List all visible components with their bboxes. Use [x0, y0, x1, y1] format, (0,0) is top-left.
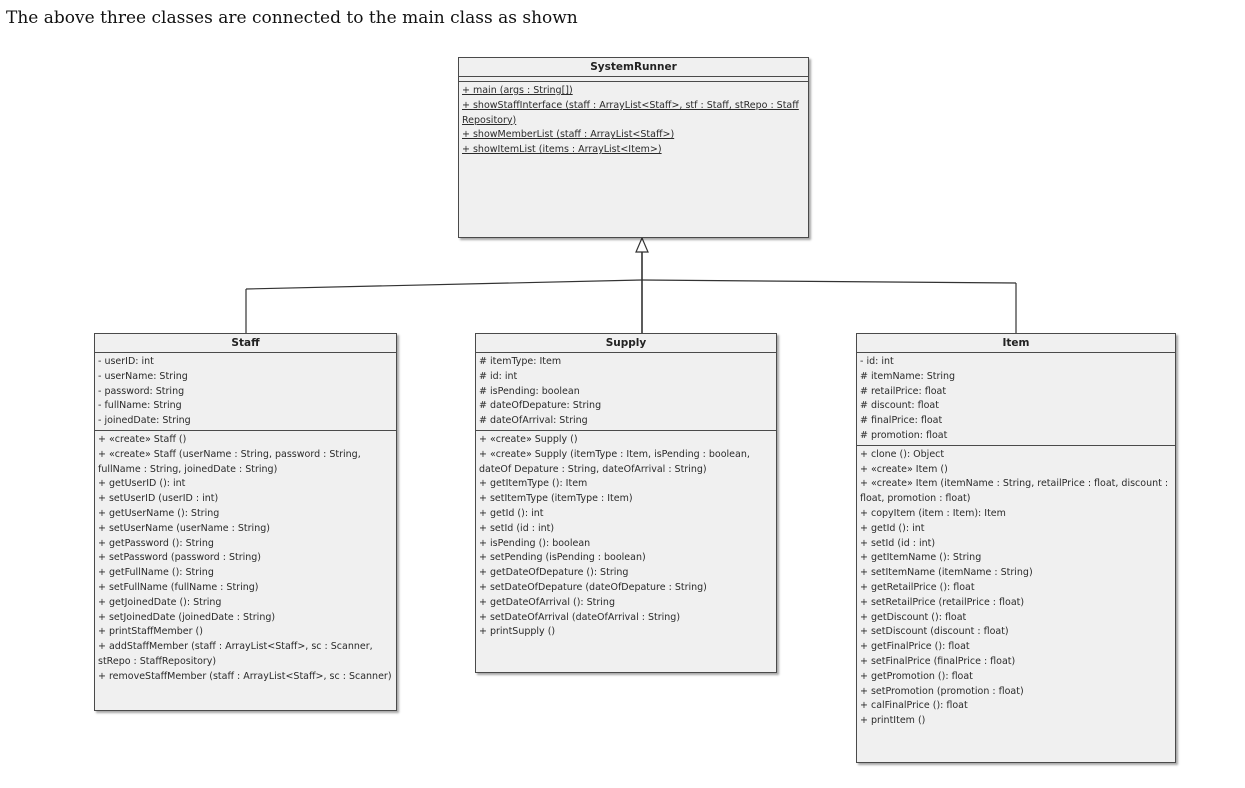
- attribute-row: - joinedDate: String: [98, 415, 191, 427]
- class-systemrunner[interactable]: SystemRunner + main (args : String[]) + s…: [458, 57, 809, 238]
- attribute-row: # id: int: [479, 370, 518, 382]
- connector-bus-left: [245, 279, 643, 290]
- operation-row: + setPending (isPending : boolean): [479, 552, 646, 564]
- attribute-row: # itemType: Item: [479, 356, 562, 367]
- operation-row: + setId (id : int): [479, 522, 555, 534]
- operation-row: + «create» Staff (userName : String, pas…: [98, 448, 361, 475]
- attribute-row: # retailPrice: float: [860, 385, 947, 397]
- operation-row: + «create» Item (): [860, 463, 948, 475]
- attribute-row: - userName: String: [98, 370, 188, 382]
- operation-row: + setDiscount (discount : float): [860, 626, 1009, 638]
- attribute-row: - fullName: String: [98, 400, 182, 412]
- operation-row: + getDateOfDepature (): String: [479, 567, 629, 579]
- operation-row: + addStaffMember (staff : ArrayList<Staf…: [98, 641, 373, 667]
- operation-row: + printStaffMember (): [98, 626, 203, 638]
- class-name: Supply: [476, 334, 776, 353]
- attribute-row: # itemName: String: [860, 370, 956, 382]
- operation-row: + clone (): Object: [860, 448, 945, 460]
- attributes-compartment: [459, 77, 808, 82]
- attribute-row: - userID: int: [98, 356, 154, 367]
- attribute-row: # discount: float: [860, 400, 939, 412]
- attributes-compartment: # itemType: Item # id: int # isPending: bo…: [476, 353, 776, 431]
- operation-row: + showItemList (items : ArrayList<Item>): [462, 144, 662, 156]
- class-staff[interactable]: Staff - userID: int - userName: String - p…: [94, 333, 397, 711]
- attribute-row: # promotion: float: [860, 429, 948, 441]
- operation-row: + «create» Item (itemName : String, reta…: [860, 478, 1169, 505]
- attribute-row: # dateOfArrival: String: [479, 415, 588, 427]
- operation-row: + setDateOfDepature (dateOfDepature : St…: [479, 581, 707, 593]
- attribute-row: # finalPrice: float: [860, 415, 943, 427]
- operation-row: + getJoinedDate (): String: [98, 596, 222, 608]
- operation-row: + «create» Staff (): [98, 433, 187, 445]
- operation-row: + setItemType (itemType : Item): [479, 493, 633, 505]
- class-supply[interactable]: Supply # itemType: Item # id: int # isPend…: [475, 333, 777, 673]
- class-name: SystemRunner: [459, 58, 808, 77]
- caption-text: The above three classes are connected to…: [6, 8, 578, 28]
- operation-row: + setPassword (password : String): [98, 552, 261, 564]
- operation-row: + main (args : String[]): [462, 85, 573, 96]
- operation-row: + getItemName (): String: [860, 552, 982, 564]
- generalization-arrowhead: [635, 236, 649, 253]
- operation-row: + removeStaffMember (staff : ArrayList<S…: [98, 670, 392, 682]
- operation-row: + getItemType (): Item: [479, 478, 588, 490]
- operation-row: + getId (): int: [860, 522, 925, 534]
- class-name: Staff: [95, 334, 396, 353]
- operation-row: + showMemberList (staff : ArrayList<Staf…: [462, 129, 675, 141]
- connector-bus-right: [641, 279, 1017, 284]
- operation-row: + setId (id : int): [860, 537, 936, 549]
- operations-compartment: + «create» Staff () + «create» Staff (use…: [95, 431, 396, 687]
- operation-row: + getPassword (): String: [98, 537, 214, 549]
- operation-row: + setUserName (userName : String): [98, 522, 270, 534]
- attribute-row: - id: int: [860, 356, 894, 367]
- attribute-row: - password: String: [98, 385, 185, 397]
- operation-row: + setPromotion (promotion : float): [860, 685, 1024, 697]
- operation-row: + isPending (): boolean: [479, 537, 591, 549]
- attributes-compartment: - id: int # itemName: String # retailPrice…: [857, 353, 1175, 446]
- operation-row: + setFullName (fullName : String): [98, 581, 259, 593]
- operations-compartment: + «create» Supply () + «create» Supply (i…: [476, 431, 776, 642]
- operation-row: + getDateOfArrival (): String: [479, 596, 615, 608]
- operation-row: + «create» Supply (): [479, 433, 578, 445]
- operation-row: + getFinalPrice (): float: [860, 641, 970, 653]
- operation-row: + showStaffInterface (staff : ArrayList<…: [462, 99, 799, 126]
- operation-row: + getFullName (): String: [98, 567, 214, 579]
- operation-row: + getRetailPrice (): float: [860, 581, 975, 593]
- operation-row: + setUserID (userID : int): [98, 493, 219, 505]
- operation-row: + getPromotion (): float: [860, 670, 973, 682]
- operations-compartment: + clone (): Object + «create» Item () + «c…: [857, 446, 1175, 731]
- operation-row: + getId (): int: [479, 507, 544, 519]
- operation-row: + copyItem (item : Item): Item: [860, 507, 1006, 519]
- operation-row: + printSupply (): [479, 626, 556, 638]
- operation-row: + «create» Supply (itemType : Item, isPe…: [479, 448, 750, 475]
- attribute-row: # isPending: boolean: [479, 385, 580, 397]
- operations-compartment: + main (args : String[]) + showStaffInter…: [459, 82, 808, 160]
- class-name: Item: [857, 334, 1175, 353]
- class-item[interactable]: Item - id: int # itemName: String # retail…: [856, 333, 1176, 763]
- operation-row: + setFinalPrice (finalPrice : float): [860, 655, 1016, 667]
- operation-row: + setRetailPrice (retailPrice : float): [860, 596, 1025, 608]
- operation-row: + setJoinedDate (joinedDate : String): [98, 611, 276, 623]
- operation-row: + getUserName (): String: [98, 507, 220, 519]
- operation-row: + printItem (): [860, 715, 926, 727]
- operation-row: + setItemName (itemName : String): [860, 567, 1033, 579]
- operation-row: + getDiscount (): float: [860, 611, 967, 623]
- attributes-compartment: - userID: int - userName: String - passwor…: [95, 353, 396, 431]
- operation-row: + calFinalPrice (): float: [860, 700, 968, 712]
- attribute-row: # dateOfDepature: String: [479, 400, 602, 412]
- operation-row: + getUserID (): int: [98, 478, 186, 490]
- operation-row: + setDateOfArrival (dateOfArrival : Stri…: [479, 611, 681, 623]
